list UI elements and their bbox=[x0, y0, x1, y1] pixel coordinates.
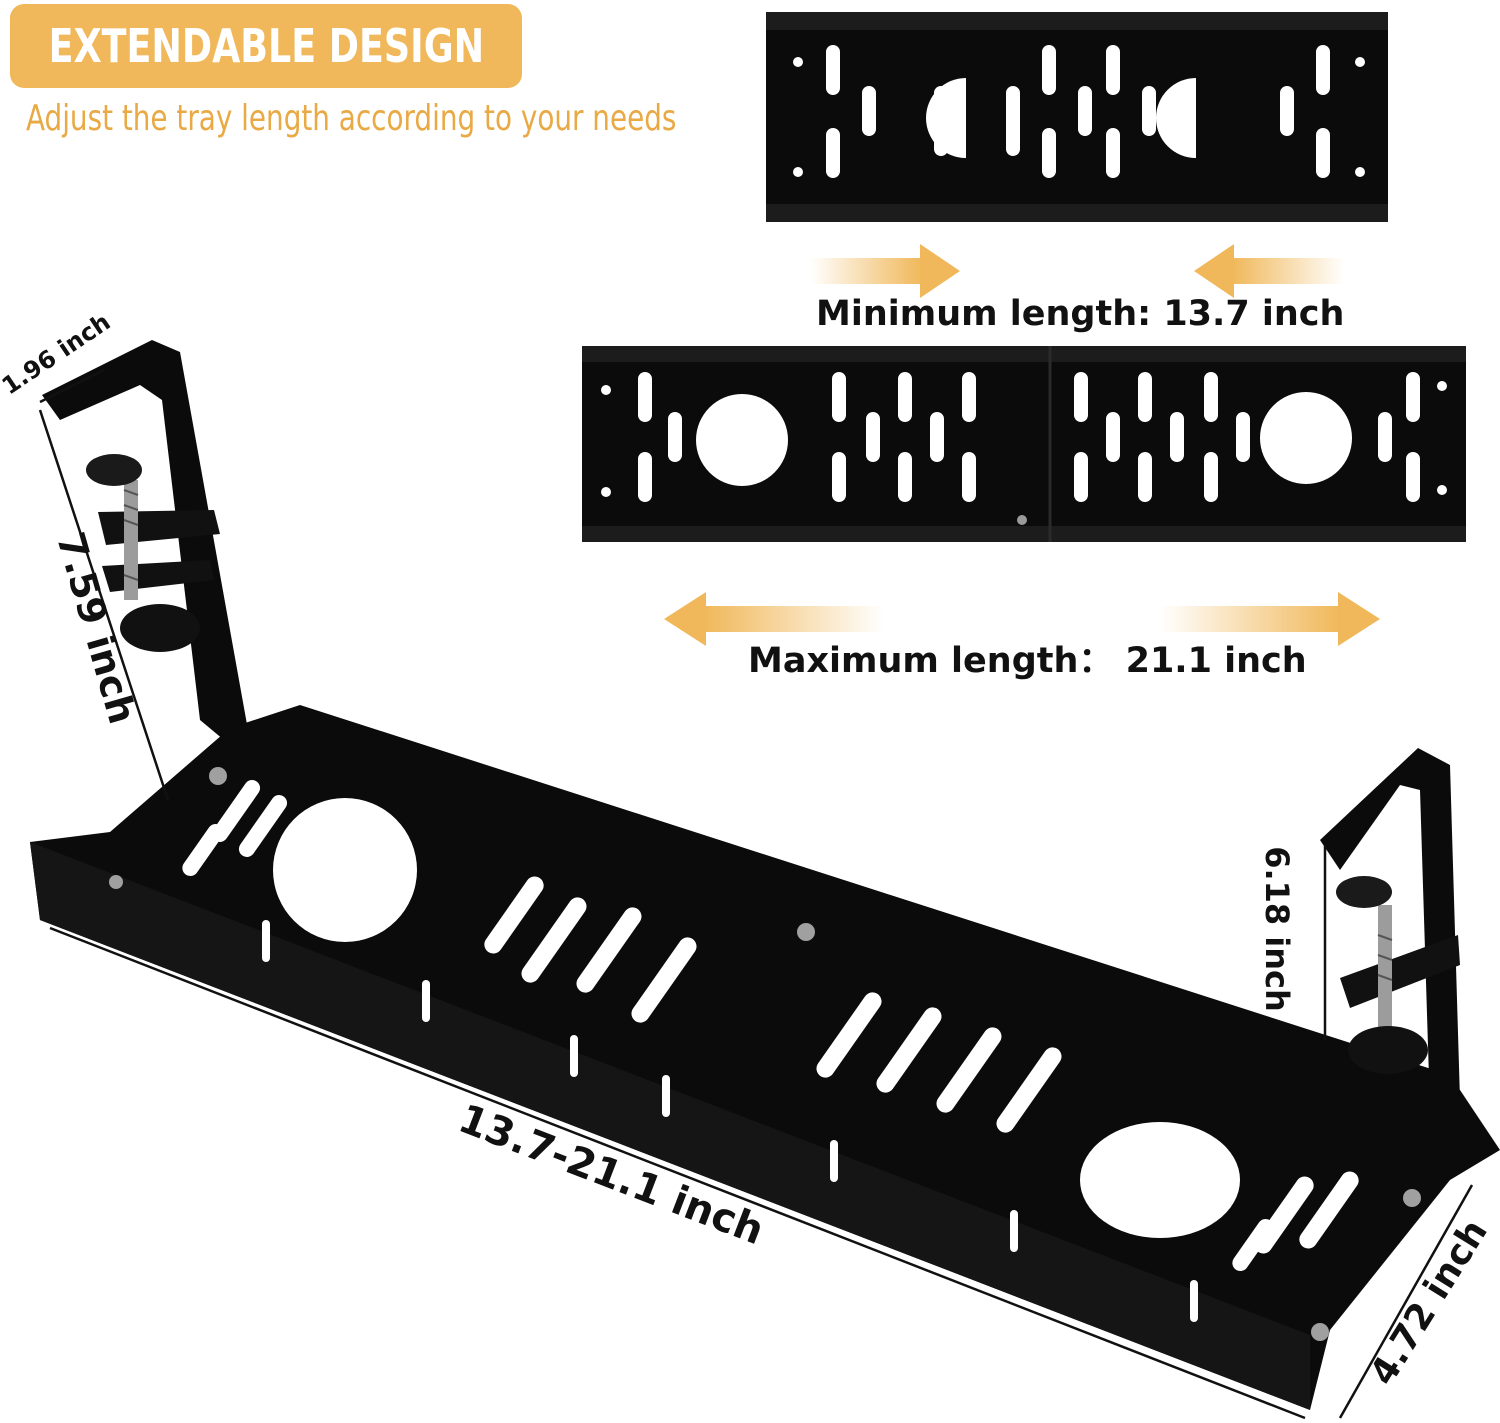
tray-assembled-image bbox=[30, 340, 1500, 1410]
tray-maximum-image bbox=[582, 346, 1466, 542]
right-height-label: 6.18 inch bbox=[1257, 846, 1296, 1012]
min-length-caption: Minimum length: 13.7 inch bbox=[816, 294, 1345, 334]
dimension-lines bbox=[38, 368, 1474, 1420]
max-length-caption: Maximum length： 21.1 inch bbox=[748, 641, 1307, 681]
page-subtitle: Adjust the tray length according to your… bbox=[26, 98, 677, 139]
tray-minimum-image bbox=[766, 12, 1388, 222]
arrows-inward bbox=[810, 244, 1344, 298]
arrows-outward bbox=[664, 592, 1380, 646]
title-badge: EXTENDABLE DESIGN bbox=[10, 4, 522, 88]
page-title: EXTENDABLE DESIGN bbox=[48, 19, 484, 73]
